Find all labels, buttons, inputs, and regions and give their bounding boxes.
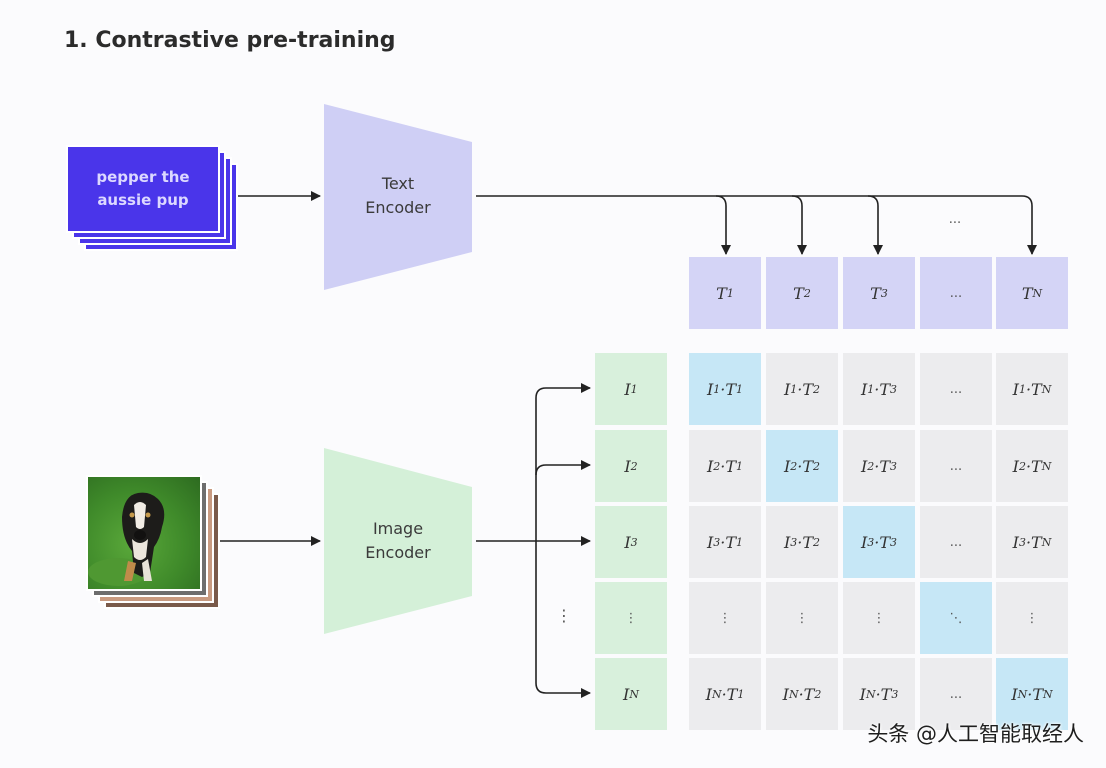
matrix-cell-r1-c4: ... — [920, 353, 992, 425]
text-encoder-label: Text Encoder — [348, 172, 448, 220]
text-feature-4: ... — [920, 257, 992, 329]
text-branch-t1 — [715, 195, 731, 255]
text-encoder-shape — [324, 104, 472, 290]
matrix-cell-r4-c1: ⋮ — [689, 582, 761, 654]
image-vertical-spine — [535, 387, 547, 694]
text-input-line-1: pepper the — [96, 168, 190, 186]
matrix-cell-r3-c4: ... — [920, 506, 992, 578]
image-branch-i2 — [535, 460, 591, 476]
diagram-title: 1. Contrastive pre-training — [64, 28, 396, 53]
text-encoder-label-line-2: Encoder — [365, 198, 431, 217]
image-encoder-label: Image Encoder — [348, 517, 448, 565]
matrix-cell-r4-c3: ⋮ — [843, 582, 915, 654]
text-branch-t2 — [791, 195, 807, 255]
image-encoder-label-line-1: Image — [372, 519, 424, 538]
matrix-cell-r5-c4: ... — [920, 658, 992, 730]
watermark-text: 头条 @人工智能取经人 — [867, 722, 1084, 746]
image-encoder-shape — [324, 448, 472, 634]
image-encoder-label-line-2: Encoder — [365, 543, 431, 562]
dog-photo — [86, 475, 202, 591]
text-branch-t3 — [867, 195, 883, 255]
text-bus-line — [476, 195, 1033, 207]
matrix-cell-r2-c4: ... — [920, 430, 992, 502]
left-vdots: ⋮ — [556, 606, 572, 625]
matrix-cell-r4-c4: ⋱ — [920, 582, 992, 654]
matrix-cell-r4-c2: ⋮ — [766, 582, 838, 654]
text-encoder-label-line-1: Text — [381, 174, 415, 193]
matrix-cell-r4-c5: ⋮ — [996, 582, 1068, 654]
header-ellipsis: ... — [948, 212, 962, 227]
image-feature-4: ⋮ — [595, 582, 667, 654]
text-input-line-2: aussie pup — [97, 191, 189, 209]
text-input-card: pepper the aussie pup — [66, 145, 220, 233]
